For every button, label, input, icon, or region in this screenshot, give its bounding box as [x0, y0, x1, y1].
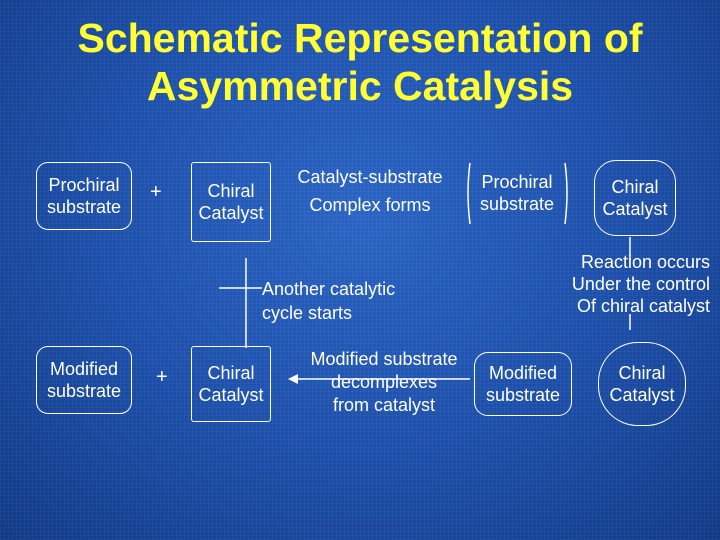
modified-substrate-label-2: Modified substrate: [485, 363, 561, 405]
reaction-occurs-text: Reaction occurs Under the control Of chi…: [548, 251, 710, 317]
slide-title: Schematic Representation of Asymmetric C…: [0, 14, 720, 110]
another-cycle-text: Another catalytic cycle starts: [262, 278, 395, 324]
decomplex-line-1: Modified substrate: [310, 349, 458, 369]
reaction-line-1: Reaction occurs: [580, 252, 710, 272]
title-line-2: Asymmetric Catalysis: [146, 63, 574, 109]
another-cycle-line-1: Another catalytic: [262, 279, 396, 299]
decomplex-text: Modified substrate decomplexes from cata…: [296, 348, 472, 416]
chiral-catalyst-label: Chiral Catalyst: [198, 181, 264, 223]
chiral-catalyst-box-row2-2: Chiral Catalyst: [598, 342, 686, 426]
prochiral-substrate-label: Prochiral substrate: [46, 175, 122, 217]
chiral-catalyst-label-row2: Chiral Catalyst: [198, 363, 264, 405]
modified-substrate-box-2: Modified substrate: [474, 352, 572, 416]
chiral-catalyst-box-2: Chiral Catalyst: [594, 160, 676, 236]
decomplex-arrow-head: [288, 374, 298, 384]
modified-substrate-label: Modified substrate: [46, 359, 122, 401]
chiral-catalyst-box-row2: Chiral Catalyst: [191, 346, 271, 422]
chiral-catalyst-label-row2-2: Chiral Catalyst: [609, 363, 675, 405]
complex-forms-text: Catalyst-substrate Complex forms: [282, 166, 458, 216]
complex-bracket: [467, 162, 471, 225]
prochiral-substrate-box-2: Prochiral substrate: [468, 160, 566, 226]
modified-substrate-box: Modified substrate: [36, 346, 132, 414]
another-cycle-line-2: cycle starts: [262, 303, 353, 323]
title-line-1: Schematic Representation of: [77, 15, 643, 61]
complex-bracket-right: [564, 162, 568, 225]
decomplex-line-2: decomplexes: [330, 372, 438, 392]
plus-sign-1: +: [150, 181, 162, 203]
chiral-catalyst-box: Chiral Catalyst: [191, 162, 271, 242]
prochiral-substrate-label-2: Prochiral substrate: [479, 172, 555, 214]
prochiral-substrate-box: Prochiral substrate: [36, 162, 132, 230]
reaction-line-2: Under the control: [571, 274, 710, 294]
chiral-catalyst-label-2: Chiral Catalyst: [602, 177, 668, 219]
decomplex-line-3: from catalyst: [332, 395, 436, 415]
reaction-line-3: Of chiral catalyst: [576, 296, 710, 316]
plus-sign-2: +: [156, 366, 168, 388]
complex-line-1: Catalyst-substrate: [297, 167, 443, 187]
complex-line-2: Complex forms: [309, 195, 431, 215]
